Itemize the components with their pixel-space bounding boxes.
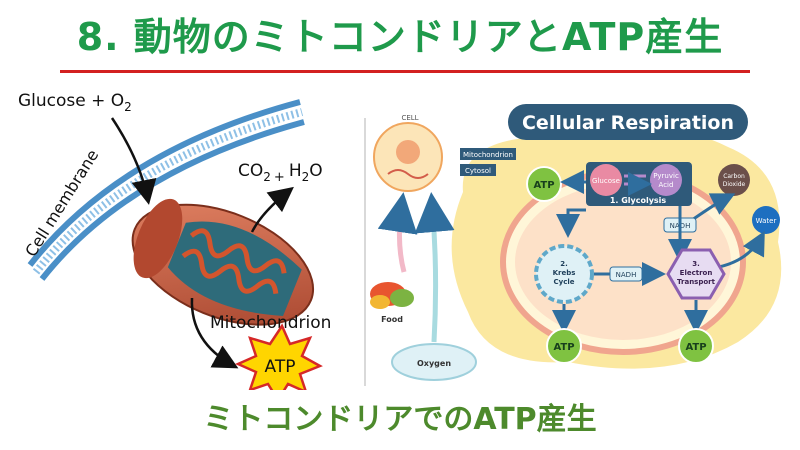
glucose-node — [590, 164, 622, 196]
svg-text:Krebs: Krebs — [553, 269, 576, 277]
carbon-dioxide-icon: Carbon Dioxide — [718, 164, 750, 196]
water-icon: Water — [752, 206, 780, 234]
cellular-respiration-diagram: Cellular Respiration CELL Mitochondrion … — [370, 104, 782, 381]
cytosol-tag-label: Cytosol — [465, 167, 491, 175]
atp-icon-electron-transport: ATP — [678, 328, 714, 364]
output-arrow — [250, 186, 294, 233]
page-title: 8. 動物のミトコンドリアとATP産生 — [76, 15, 724, 59]
cell-illustration — [373, 122, 443, 192]
food-icon — [370, 282, 414, 309]
mitochondrion-diagram: Cell membrane Glucose + O2 CO2+H2O Mitoc… — [18, 91, 331, 390]
mitochondrion-label: Mitochondrion — [210, 313, 331, 333]
pyruvic-label-1: Pyruvic — [653, 172, 679, 180]
mitochondrion-tag — [460, 148, 516, 160]
caption: ミトコンドリアでのATP産生 — [203, 402, 597, 437]
cytosol-tag — [460, 164, 496, 176]
pyruvic-label-2: Acid — [659, 181, 674, 189]
input-arrow — [110, 117, 157, 205]
nadh-mid-label: NADH — [616, 271, 637, 279]
svg-text:Dioxide: Dioxide — [723, 181, 746, 188]
krebs-cycle-node: 2. Krebs Cycle — [534, 244, 594, 304]
glycolysis-label: 1. Glycolysis — [610, 196, 667, 205]
svg-text:ATP: ATP — [533, 180, 554, 191]
atp-burst-label: ATP — [265, 357, 296, 377]
svg-text:Transport: Transport — [677, 278, 716, 286]
cell-label: CELL — [401, 114, 418, 122]
svg-text:2.: 2. — [560, 260, 568, 268]
svg-text:Carbon: Carbon — [723, 173, 745, 180]
mitochondrion-tag-label: Mitochondrion — [463, 151, 513, 159]
atp-burst-icon — [234, 323, 323, 390]
food-arrow — [377, 192, 418, 273]
oxygen-arrow — [414, 192, 455, 343]
panel-divider — [364, 118, 366, 386]
svg-text:3.: 3. — [692, 260, 700, 268]
input-label: Glucose + O2 — [18, 91, 132, 114]
electron-transport-node: 3. Electron Transport — [666, 248, 726, 300]
nadh-mid-badge — [609, 266, 643, 282]
svg-text:Electron: Electron — [680, 269, 713, 277]
heading-text: Cellular Respiration — [522, 112, 734, 134]
svg-text:ATP: ATP — [685, 342, 706, 353]
glucose-label: Glucose — [592, 177, 620, 185]
svg-text:Water: Water — [756, 217, 777, 225]
oxygen-cloud-icon — [391, 343, 477, 381]
pyruvic-node — [650, 164, 682, 196]
svg-text:ATP: ATP — [553, 342, 574, 353]
svg-text:Cycle: Cycle — [554, 278, 575, 286]
atp-arrow — [190, 297, 239, 369]
mitochondrion-illustration — [131, 198, 315, 326]
food-label: Food — [381, 315, 403, 324]
heading-pill — [508, 104, 748, 140]
output-label: CO2+H2O — [238, 161, 323, 185]
atp-icon-glycolysis: ATP — [526, 166, 562, 202]
oxygen-label: Oxygen — [417, 359, 451, 368]
atp-icon-krebs: ATP — [546, 328, 582, 364]
title-underline — [60, 70, 750, 73]
